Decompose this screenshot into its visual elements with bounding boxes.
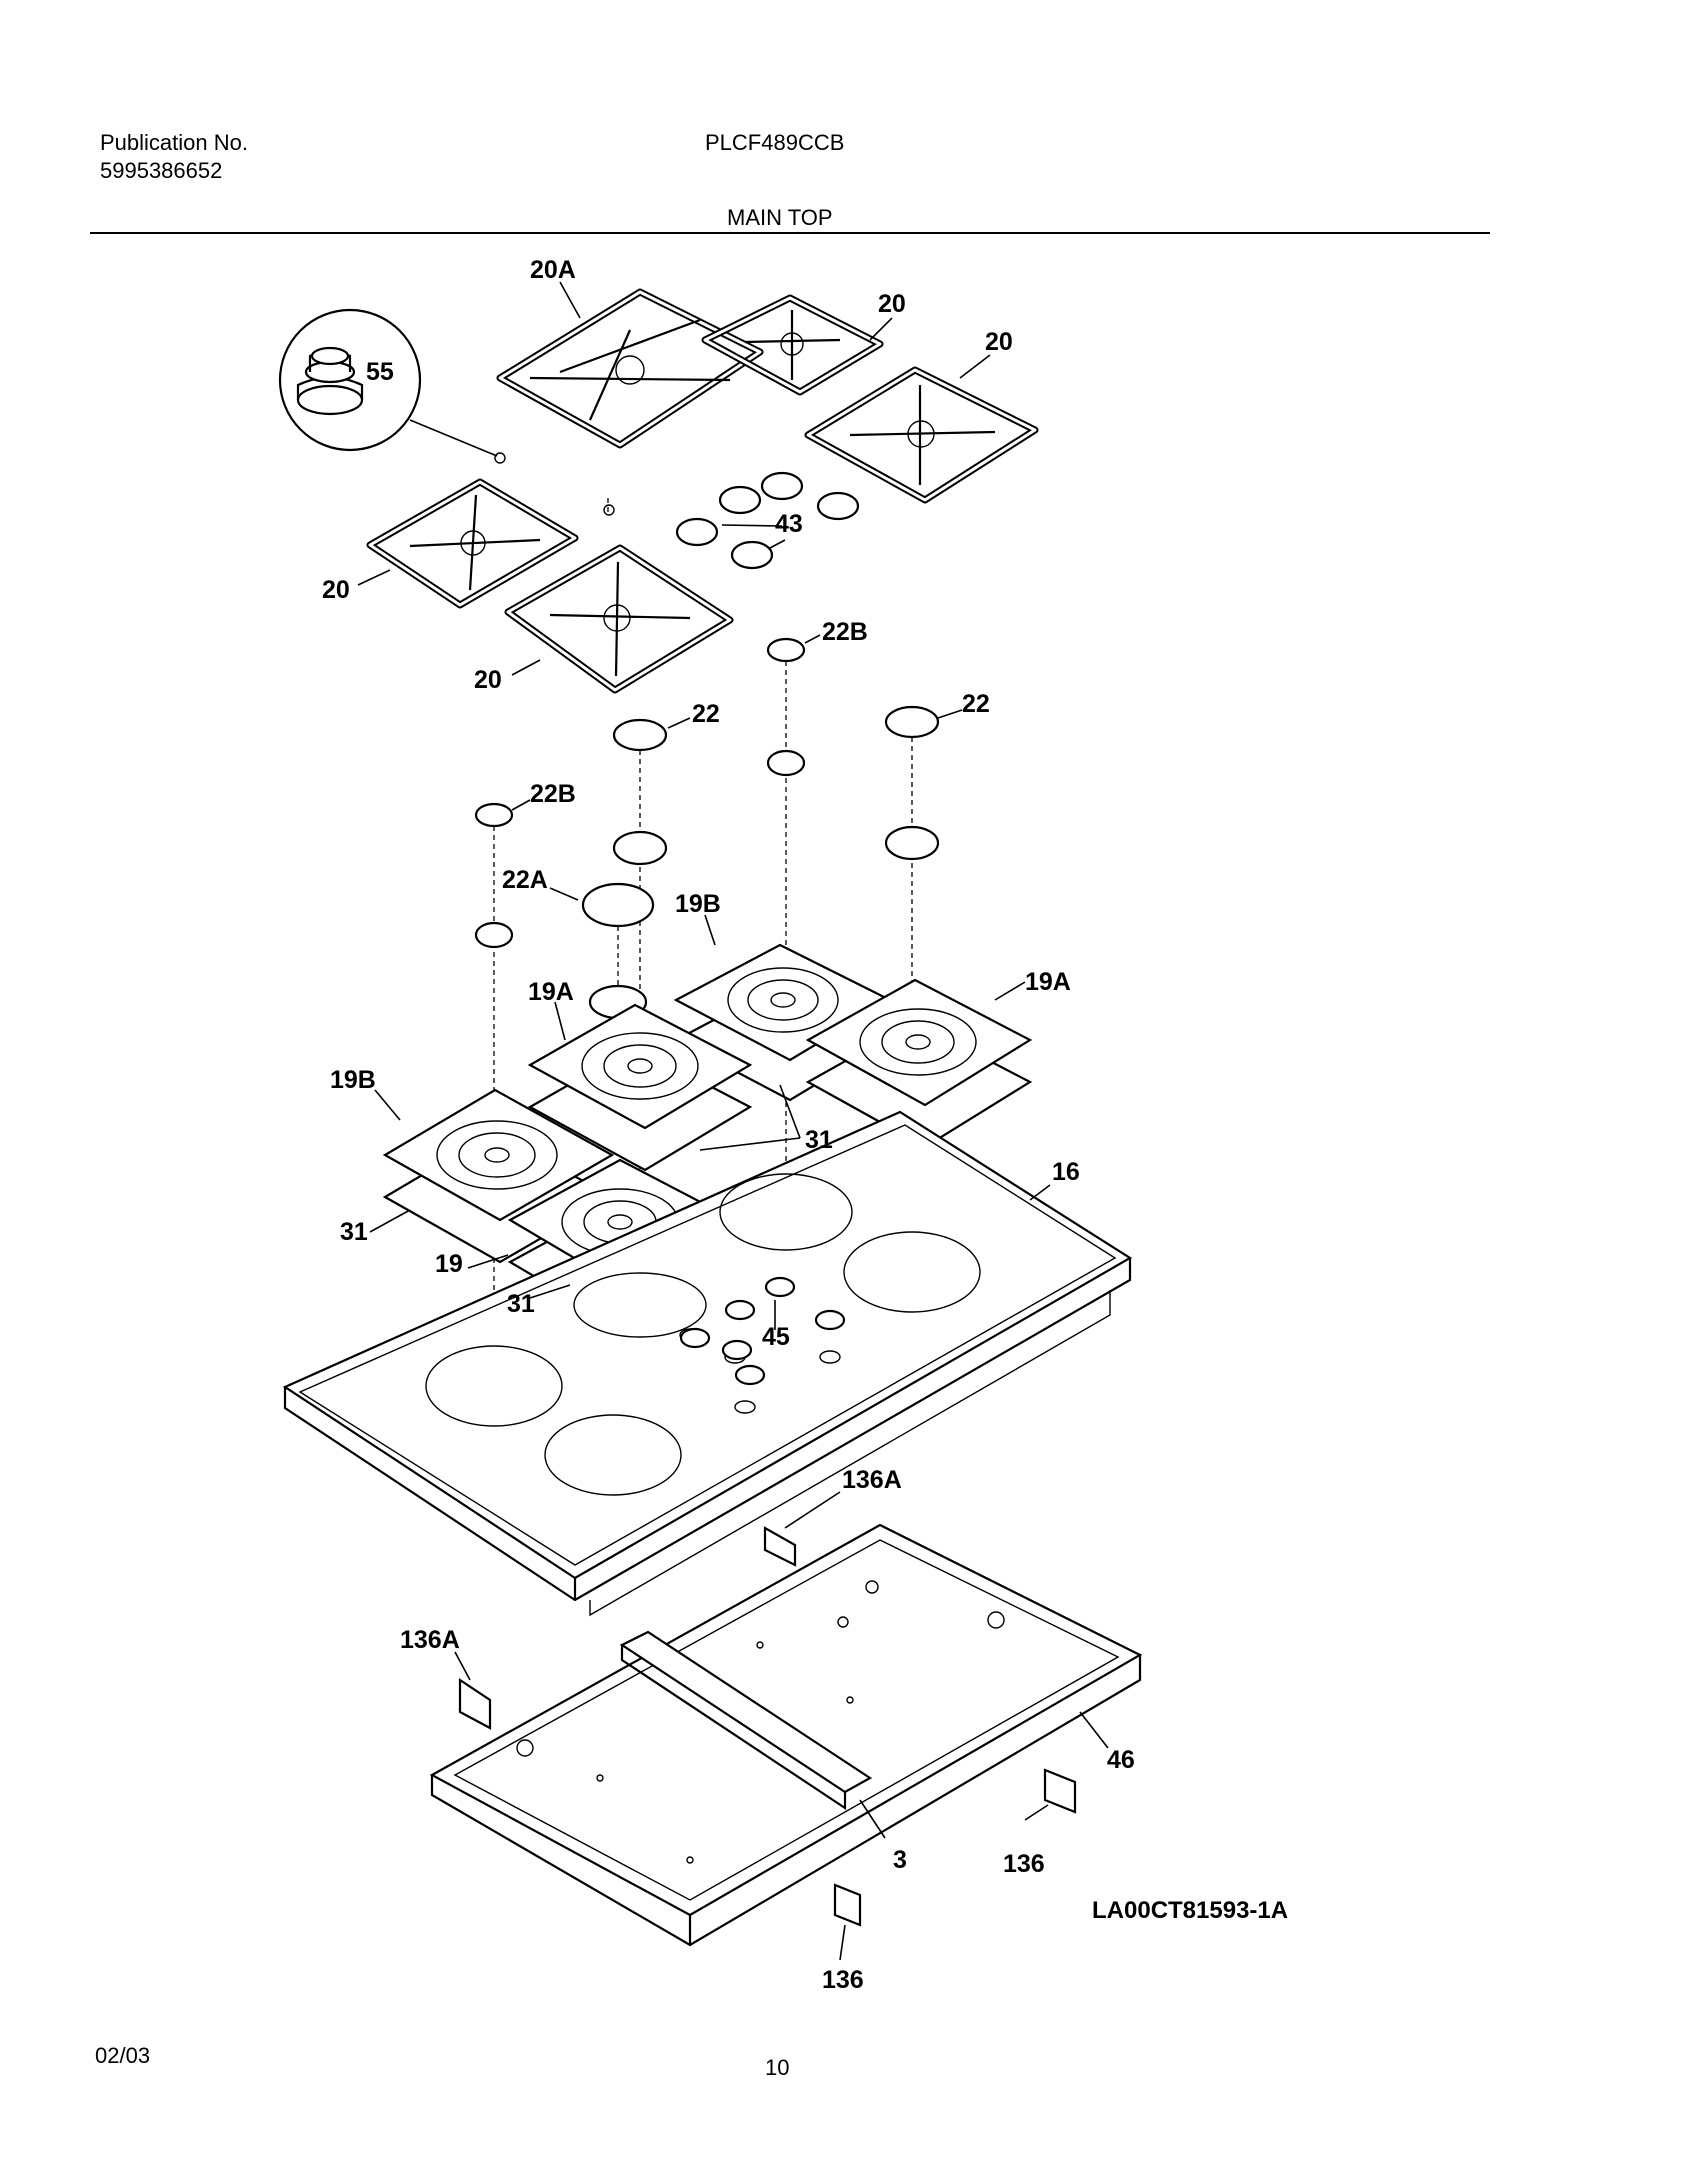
callout-22-right: 22 xyxy=(962,690,990,718)
main-top-16 xyxy=(282,1110,1133,1617)
bracket-136A-top xyxy=(763,1526,797,1567)
callout-22B-left: 22B xyxy=(530,780,576,808)
footer-date: 02/03 xyxy=(95,2043,151,2068)
burner-cap-22B-rear-center xyxy=(766,637,806,1210)
callout-19A-center: 19A xyxy=(528,978,574,1006)
callout-43: 43 xyxy=(775,510,803,538)
callout-46: 46 xyxy=(1107,1746,1135,1774)
callout-55: 55 xyxy=(366,358,394,386)
control-knobs-43 xyxy=(675,471,860,570)
grate-20-rear-center xyxy=(701,294,884,396)
grate-20-right xyxy=(804,366,1039,504)
callout-45: 45 xyxy=(762,1323,790,1351)
callout-20-left: 20 xyxy=(322,576,350,604)
grate-20A xyxy=(496,288,764,449)
publication-label: Publication No. xyxy=(100,130,248,155)
callout-leaders xyxy=(357,281,1109,1961)
callout-20-right: 20 xyxy=(985,328,1013,356)
header-rule xyxy=(90,232,1490,234)
callout-22A: 22A xyxy=(502,866,548,894)
callout-19B-left: 19B xyxy=(330,1066,376,1094)
callout-136-front: 136 xyxy=(822,1966,864,1994)
callout-19: 19 xyxy=(435,1250,463,1278)
grate-20-center-front xyxy=(504,544,734,694)
rear-support-bracket-3 xyxy=(619,1630,873,1811)
callout-22-left: 22 xyxy=(692,700,720,728)
knob-detail-inset xyxy=(278,308,506,464)
model-number: PLCF489CCB xyxy=(705,130,845,155)
callout-136A-left: 136A xyxy=(400,1626,460,1654)
callout-3: 3 xyxy=(893,1846,907,1874)
callout-20-front: 20 xyxy=(474,666,502,694)
bracket-136A-left xyxy=(458,1677,492,1730)
callout-16: 16 xyxy=(1052,1158,1080,1186)
knob-grommets-45 xyxy=(679,1276,846,1386)
callout-31-front: 31 xyxy=(507,1290,535,1318)
callout-136A-top: 136A xyxy=(842,1466,902,1494)
bracket-136-front xyxy=(833,1883,862,1927)
grate-20-left-front xyxy=(366,478,579,609)
grate-pin xyxy=(603,504,615,516)
callout-20-rear-center: 20 xyxy=(878,290,906,318)
callout-22B-rear: 22B xyxy=(822,618,868,646)
bracket-136-right xyxy=(1043,1768,1077,1814)
publication-number: 5995386652 xyxy=(100,158,223,183)
burner-cap-22A-center xyxy=(581,882,655,1305)
burner-pan-19A-center xyxy=(527,1003,753,1172)
callout-136-right: 136 xyxy=(1003,1850,1045,1878)
callout-31-left: 31 xyxy=(340,1218,368,1246)
diagram-reference-code: LA00CT81593-1A xyxy=(1092,1897,1288,1924)
base-pan-46 xyxy=(429,1523,1143,1947)
callout-31-rear: 31 xyxy=(805,1126,833,1154)
callout-19A-right: 19A xyxy=(1025,968,1071,996)
footer-page-number: 10 xyxy=(765,2055,790,2080)
section-title: MAIN TOP xyxy=(727,205,833,230)
callout-20A: 20A xyxy=(530,256,576,284)
callout-19B-rear: 19B xyxy=(675,890,721,918)
